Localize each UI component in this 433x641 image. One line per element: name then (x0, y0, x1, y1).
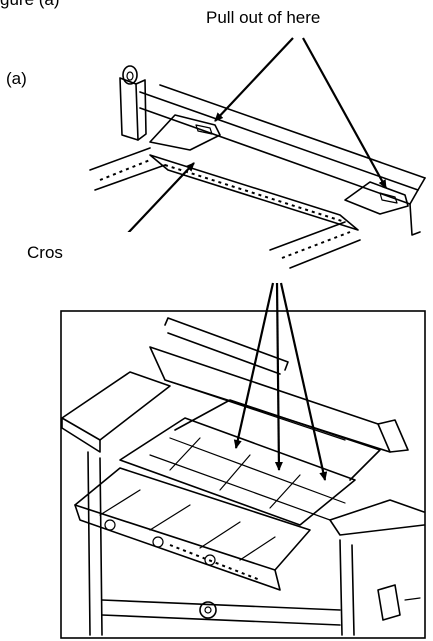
arrow-icon (233, 282, 275, 449)
label-mask (86, 232, 196, 270)
arrow-icon (302, 37, 387, 189)
pull-out-label: Pull out of here (206, 8, 321, 27)
figure-caption-fragment: gure (a) (0, 0, 60, 8)
arrow-icon (274, 282, 283, 471)
cross-label-fragment: Cros (27, 243, 63, 262)
arrow-icon (127, 162, 195, 234)
part-a-label: (a) (6, 69, 27, 88)
arrow-icon (214, 37, 294, 122)
arrow-icon (279, 282, 328, 481)
grill-frame (60, 310, 426, 639)
grill-cart-drawing (61, 317, 425, 636)
grill-bracket-drawing (89, 65, 426, 269)
